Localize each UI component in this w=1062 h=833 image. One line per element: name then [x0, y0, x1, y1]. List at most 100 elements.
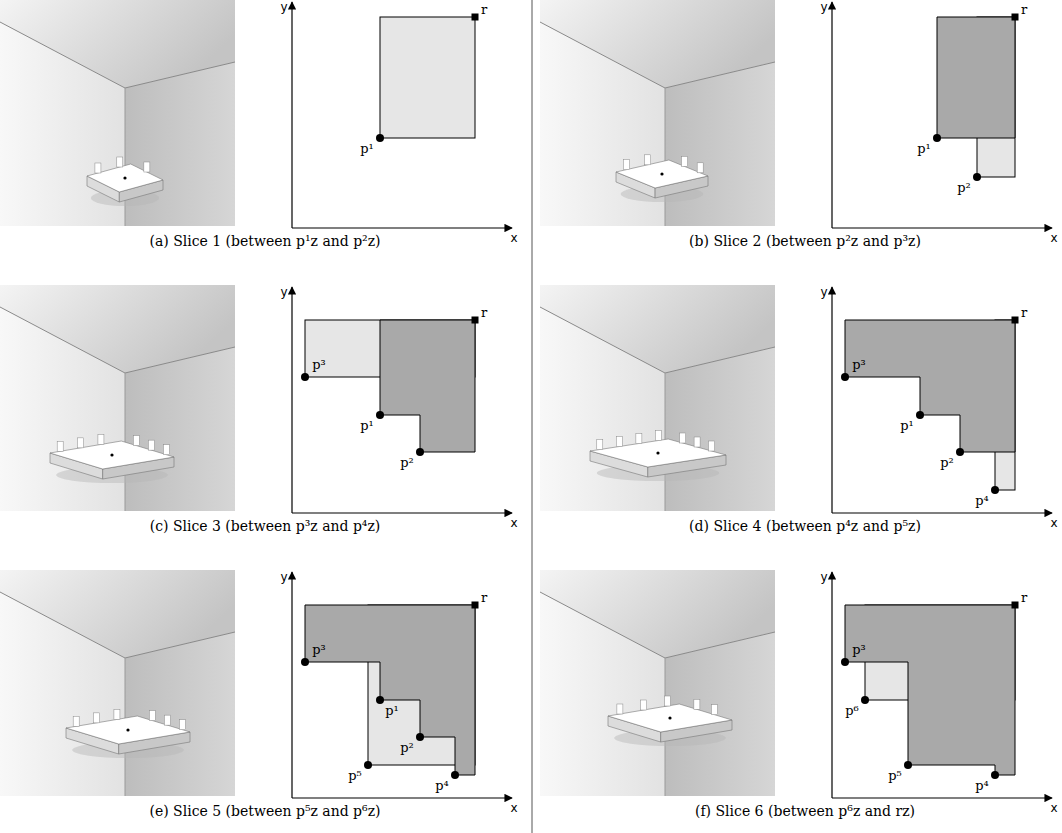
point-label: p³ — [312, 358, 326, 372]
slab-step — [711, 705, 717, 715]
point-label: p³ — [852, 358, 866, 372]
reference-marker — [1012, 14, 1019, 21]
point-marker — [376, 696, 384, 704]
right-wall — [125, 632, 235, 796]
panel — [0, 570, 512, 798]
point-marker — [376, 134, 384, 142]
slab-step — [697, 163, 703, 173]
reference-marker — [472, 317, 479, 324]
point-label: p³ — [312, 643, 326, 657]
point-marker — [301, 373, 309, 381]
left-wall — [540, 592, 665, 796]
slab-step — [114, 709, 120, 719]
point-label: p¹ — [360, 419, 374, 433]
slab-step — [94, 713, 100, 723]
reference-label: r — [1021, 591, 1027, 605]
point-marker — [301, 658, 309, 666]
dominated-region — [937, 17, 1015, 138]
slab-step — [73, 716, 79, 726]
slab-top — [50, 441, 174, 469]
ceiling-edge — [0, 22, 235, 88]
slab-step — [163, 445, 169, 455]
point-label: p⁴ — [975, 779, 989, 793]
slab-step — [117, 157, 123, 167]
point-label: p⁶ — [845, 704, 859, 718]
render-background — [0, 0, 235, 226]
left-wall — [0, 22, 125, 226]
point-label: p⁴ — [435, 779, 449, 793]
point-label: p¹ — [385, 704, 399, 718]
slab-step — [597, 440, 603, 450]
x-axis — [832, 227, 1052, 228]
right-wall — [665, 347, 775, 511]
point-marker — [364, 761, 372, 769]
render — [540, 285, 775, 511]
dominated-region — [305, 605, 475, 775]
point-marker — [861, 696, 869, 704]
render — [0, 570, 235, 796]
panel-caption: (f) Slice 6 (between p⁶z and rz) — [695, 804, 915, 819]
ceiling-edge — [0, 307, 235, 373]
y-axis — [291, 287, 292, 513]
y-axis — [291, 2, 292, 228]
point-marker — [841, 658, 849, 666]
axis-label: x — [1050, 232, 1057, 245]
point-marker — [973, 173, 981, 181]
y-axis — [831, 572, 832, 798]
right-wall — [665, 62, 775, 226]
axis-label: y — [820, 571, 827, 584]
slab-step — [133, 436, 139, 446]
ceiling-edge — [540, 307, 775, 373]
left-wall — [0, 592, 125, 796]
slab-point — [126, 728, 129, 731]
y-axis — [291, 572, 292, 798]
slab-step — [164, 715, 170, 725]
slab-top — [616, 160, 708, 188]
point-marker — [416, 448, 424, 456]
render-background — [0, 570, 235, 796]
point-marker — [451, 771, 459, 779]
y-axis — [831, 287, 832, 513]
slab-step — [95, 163, 101, 173]
axis-label: x — [510, 802, 517, 815]
panel-caption: (a) Slice 1 (between p¹z and p²z) — [149, 234, 380, 249]
ceiling-edge — [540, 592, 775, 658]
slab-step — [78, 438, 84, 448]
point-label: p¹ — [917, 142, 931, 156]
slab-point — [123, 176, 126, 179]
panel-divider — [532, 0, 533, 833]
render-background — [540, 570, 775, 796]
dominated-region — [845, 320, 1015, 452]
point-label: p² — [957, 181, 971, 195]
reference-marker — [472, 602, 479, 609]
slab-step — [664, 696, 670, 706]
slab-step — [617, 704, 623, 714]
panel — [540, 570, 1052, 798]
slab-step — [148, 440, 154, 450]
point-label: p³ — [852, 643, 866, 657]
dominated-region — [380, 320, 475, 452]
slab-step — [641, 700, 647, 710]
slab-point — [660, 172, 663, 175]
panel-caption: (d) Slice 4 (between p⁴z and p⁵z) — [689, 519, 921, 534]
x-axis — [292, 797, 512, 798]
reference-label: r — [1021, 306, 1027, 320]
point-marker — [991, 771, 999, 779]
axis-label: y — [280, 1, 287, 14]
point-label: p⁵ — [888, 769, 902, 783]
reference-marker — [1012, 602, 1019, 609]
slab-step — [655, 431, 661, 441]
x-axis — [832, 512, 1052, 513]
panel-caption: (b) Slice 2 (between p²z and p³z) — [689, 234, 921, 249]
point-label: p² — [940, 456, 954, 470]
render — [0, 0, 235, 226]
panel — [0, 285, 512, 513]
slab-point — [110, 453, 113, 456]
new-region — [380, 17, 475, 138]
slab-step — [694, 699, 700, 709]
slab-step — [98, 434, 104, 444]
reference-label: r — [1021, 3, 1027, 17]
point-marker — [991, 486, 999, 494]
slab-top — [66, 716, 190, 744]
